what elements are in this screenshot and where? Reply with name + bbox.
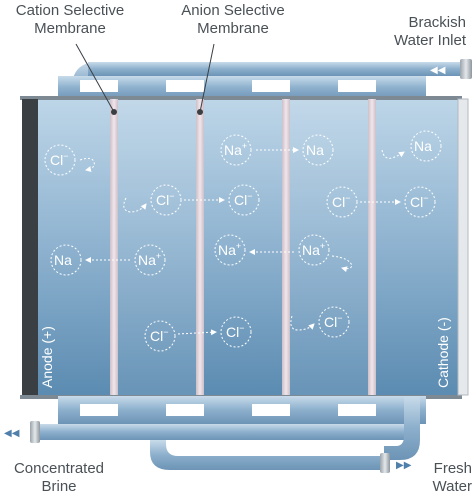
fresh-label: Fresh Water <box>433 460 472 496</box>
movement-arrow <box>331 255 353 273</box>
sodium-ion: Na+ <box>220 134 252 166</box>
svg-text:Na+: Na+ <box>224 141 247 158</box>
fresh-pipe: ▶▶ <box>150 396 420 473</box>
fresh-label-line-2: Water <box>432 478 472 495</box>
brine-label-line-1: Concentrated <box>13 460 105 477</box>
fresh-label-line-1: Fresh <box>433 460 472 477</box>
chloride-ion: Cl− <box>220 316 252 348</box>
sodium-ion: Na+ <box>214 234 246 266</box>
chloride-ion: Cl− <box>150 184 182 216</box>
svg-text:Cl−: Cl− <box>234 191 253 208</box>
bottom-manifold <box>58 396 426 424</box>
anion-membrane-label: Anion Selective Membrane <box>168 2 298 38</box>
cathode-label: Cathode (-) <box>435 317 451 388</box>
movement-arrow <box>381 149 405 159</box>
anion-membrane-2 <box>368 99 376 395</box>
cation-membrane-label: Cation Selective Membrane <box>0 2 140 38</box>
svg-text:Na: Na <box>306 142 324 158</box>
svg-text:Cl−: Cl− <box>226 323 245 340</box>
cation-membrane-2 <box>282 99 290 395</box>
svg-text:Na: Na <box>54 252 72 268</box>
sodium-ion: Na <box>410 130 442 162</box>
sodium-ion: Na+ <box>134 244 166 276</box>
svg-text:Cl−: Cl− <box>156 191 175 208</box>
sodium-ion: Na <box>50 244 82 276</box>
cathode-electrode <box>457 98 469 396</box>
svg-text:Cl−: Cl− <box>332 193 351 210</box>
inlet-pipe: ◀◀ <box>72 59 472 100</box>
svg-text:▶▶: ▶▶ <box>396 460 412 471</box>
svg-text:Na+: Na+ <box>218 241 241 258</box>
svg-text:Cl−: Cl− <box>410 193 429 210</box>
svg-text:Na+: Na+ <box>302 241 325 258</box>
svg-text:Na+: Na+ <box>138 251 161 268</box>
inlet-label-line-1: Brackish <box>408 14 466 31</box>
cation-label-line-2: Membrane <box>34 20 106 37</box>
chloride-ion: Cl− <box>144 320 176 352</box>
anode-electrode <box>22 99 38 395</box>
sodium-ion: Na <box>302 134 334 166</box>
anion-label-line-1: Anion Selective <box>181 2 285 19</box>
svg-text:Cl−: Cl− <box>50 151 69 168</box>
cation-leader-dot <box>111 109 117 115</box>
chloride-ion: Cl− <box>326 186 358 218</box>
chloride-ion: Cl− <box>44 144 76 176</box>
anion-label-line-2: Membrane <box>197 20 269 37</box>
anion-leader-dot <box>197 109 203 115</box>
brine-label-line-2: Brine <box>41 478 77 495</box>
movement-arrow <box>123 197 147 213</box>
anion-leader-line <box>199 43 215 113</box>
anode-label: Anode (+) <box>39 326 55 388</box>
inlet-label: Brackish Water Inlet <box>394 14 466 50</box>
chloride-ion: Cl− <box>318 306 350 338</box>
cation-membrane-1 <box>110 99 118 395</box>
svg-text:◀◀: ◀◀ <box>4 428 20 439</box>
anion-membrane-1 <box>196 99 204 395</box>
cation-leader-line <box>75 43 115 113</box>
inlet-label-line-2: Water Inlet <box>394 32 466 49</box>
svg-text:Cl−: Cl− <box>324 313 343 330</box>
brine-pipe: ◀◀ <box>4 421 420 443</box>
brine-label: Concentrated Brine <box>0 460 118 496</box>
sodium-ion: Na+ <box>298 234 330 266</box>
svg-text:Cl−: Cl− <box>150 327 169 344</box>
svg-text:◀◀: ◀◀ <box>430 65 446 76</box>
chloride-ion: Cl− <box>228 184 260 216</box>
chloride-ion: Cl− <box>404 186 436 218</box>
svg-text:Na: Na <box>414 138 432 154</box>
cation-label-line-1: Cation Selective <box>15 2 125 19</box>
